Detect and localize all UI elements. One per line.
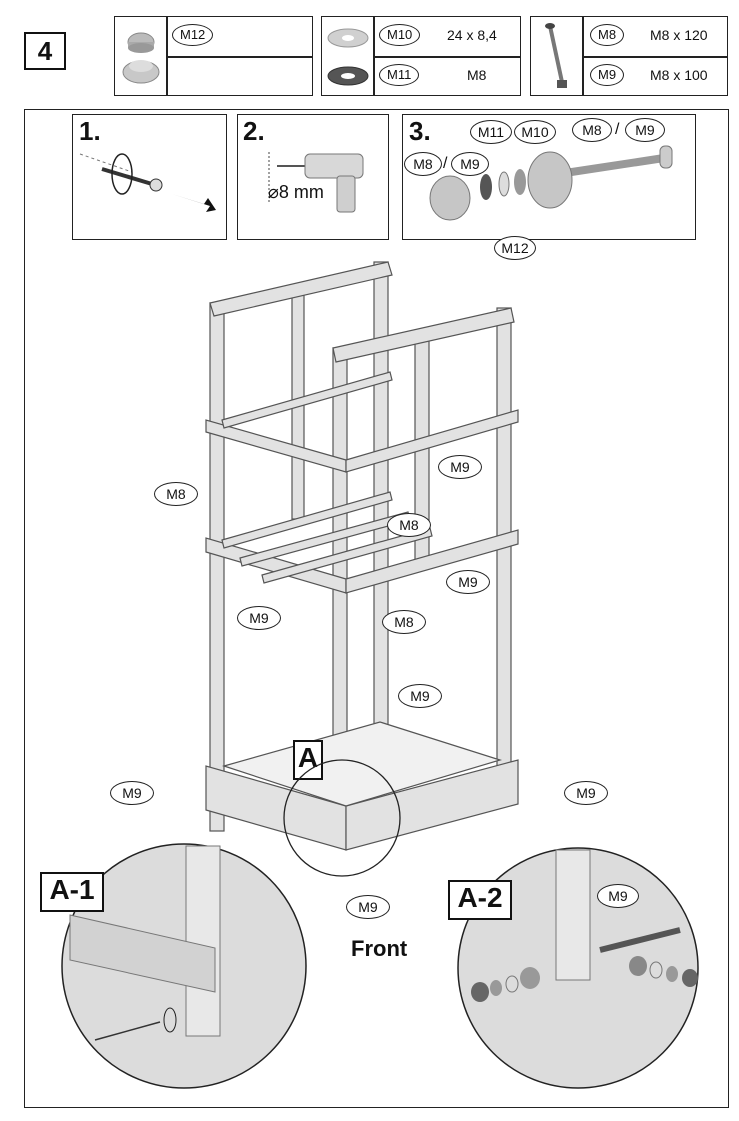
part-code-m12: M12 (172, 24, 214, 46)
hline (166, 56, 313, 58)
p3-label-m11: M11 (470, 120, 512, 144)
label-m9-bottom-right: M9 (564, 781, 608, 805)
panel-1 (72, 114, 227, 240)
label-m9-detail: M9 (346, 895, 390, 919)
p3-label-m8-left: M8 (404, 152, 442, 176)
panel-3 (402, 114, 696, 240)
label-m9-bottom-center: M9 (398, 684, 442, 708)
p3-slash: / (615, 121, 620, 138)
p3-label-m12: M12 (494, 236, 536, 260)
label-m9-right-mid: M9 (446, 570, 490, 594)
part-size-m10: 24 x 8,4 (447, 27, 497, 43)
part-size-m9: M8 x 100 (650, 67, 708, 83)
panel-2 (237, 114, 389, 240)
detail-a1-label: A-1 (40, 872, 104, 912)
p3-label-m9-top: M9 (625, 118, 665, 142)
drill-size-label: ⌀8 mm (268, 182, 324, 202)
part-code-m11: M11 (379, 64, 420, 86)
p3-label-m8-top: M8 (572, 118, 612, 142)
p3-slash-left: / (443, 155, 448, 172)
panel-3-number: 3. (409, 116, 431, 146)
part-size-m8: M8 x 120 (650, 27, 708, 43)
detail-a2-label: A-2 (448, 880, 512, 920)
p3-label-m10: M10 (514, 120, 556, 144)
drill-icon (268, 152, 364, 213)
label-m9-bottom-left: M9 (110, 781, 154, 805)
part-code-m8: M8 (590, 24, 625, 46)
label-m8-center: M8 (387, 513, 431, 537)
bolt-assembly-icon (429, 145, 673, 221)
part-code-m9: M9 (590, 64, 625, 86)
detail-a-label: A (293, 740, 323, 780)
label-m9-upper-right: M9 (438, 455, 482, 479)
part-code-m10: M10 (379, 24, 421, 46)
remove-screw-icon (79, 153, 216, 212)
label-m8-upper-left: M8 (154, 482, 198, 506)
label-m9-a2: M9 (597, 884, 639, 908)
front-label: Front (351, 936, 408, 961)
cap-nut-icon (122, 32, 160, 84)
step-number: 4 (24, 32, 66, 70)
p3-label-m9-left: M9 (451, 152, 489, 176)
panel-2-number: 2. (243, 116, 265, 146)
hline (582, 56, 728, 58)
main-frame (24, 109, 729, 1108)
bolt-icon (545, 23, 567, 88)
hline (373, 56, 521, 58)
panel-1-number: 1. (79, 116, 101, 146)
label-m9-left-mid: M9 (237, 606, 281, 630)
label-m8-lower-center: M8 (382, 610, 426, 634)
washer-icon (327, 28, 369, 86)
part-size-m11: M8 (467, 67, 487, 83)
